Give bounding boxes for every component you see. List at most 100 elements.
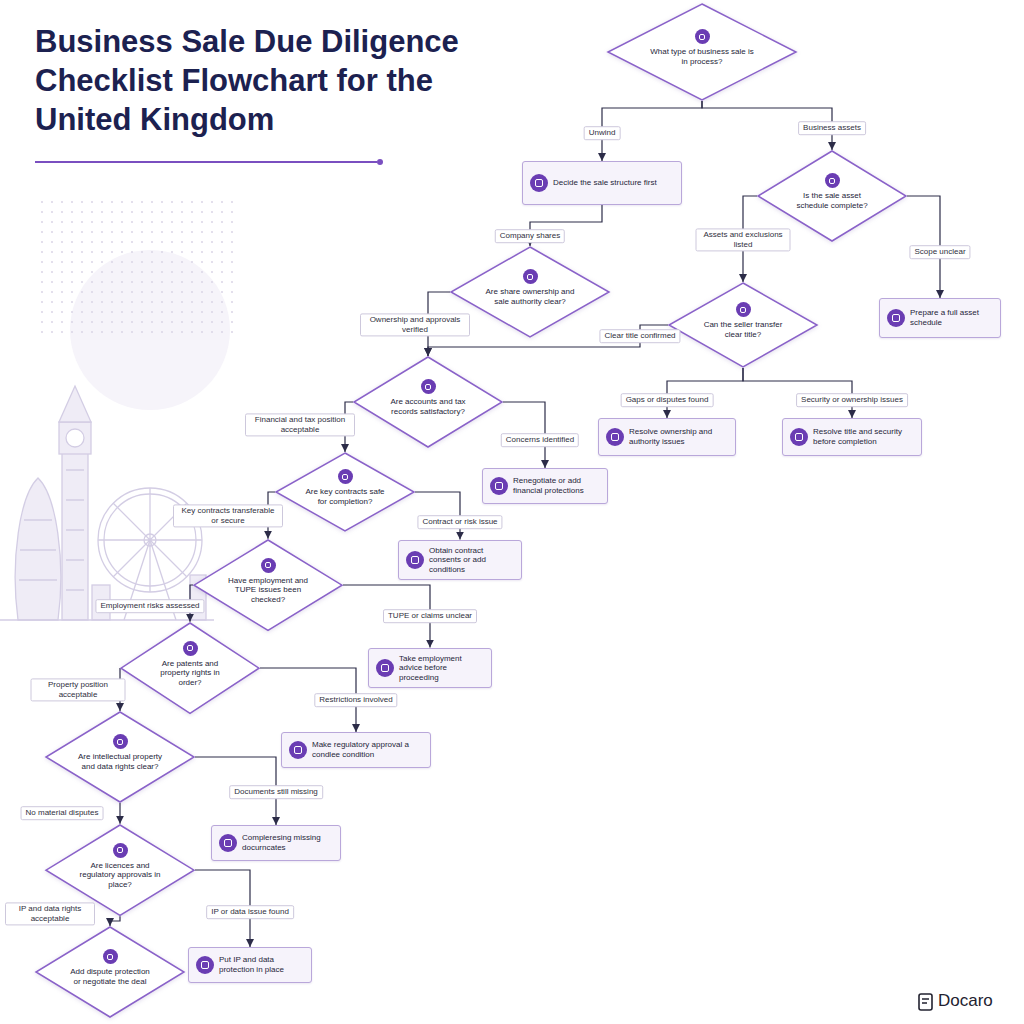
edge-label: Concerns identified (501, 433, 579, 447)
diamond-shape (608, 4, 796, 100)
process-box: Prepare a full asset schedule (879, 298, 1001, 338)
node-text: Are share ownership and sale authority c… (484, 287, 577, 306)
underline-dot (377, 159, 383, 165)
edge-label: TUPE or claims unclear (383, 609, 477, 623)
edge-label: Contract or risk issue (417, 515, 502, 529)
process-box: Renegotiate or add financial protections (482, 468, 608, 504)
node-icon (103, 949, 118, 964)
node-text: Renegotiate or add financial protections (513, 476, 601, 495)
diamond-shape (669, 283, 817, 367)
process-box: Make regulatory approval a condlee condi… (281, 732, 431, 768)
node-text: Obtain contract consents or add conditio… (429, 546, 515, 575)
brand-name: Docaro (938, 991, 993, 1011)
diamond-shape (451, 247, 609, 337)
process-box: Take employment advice before proceeding (368, 648, 492, 689)
node-icon (790, 428, 808, 446)
node-icon (376, 659, 394, 677)
diamond-outline (120, 622, 260, 714)
decision-diamond: Are key contracts safe for completion? (275, 452, 415, 532)
title-underline (35, 161, 377, 163)
title-text: Business Sale Due Diligence Checklist Fl… (35, 22, 505, 139)
node-text: Are licences and regulatory approvals in… (77, 861, 164, 890)
node-icon (113, 734, 128, 749)
node-text: Put IP and data protection in place (219, 955, 305, 974)
node-text: Are accounts and tax records satisfactor… (385, 397, 472, 416)
node-text: Is the sale asset schedule complete? (789, 191, 876, 210)
box-text-group: Resolve title and security before comple… (813, 427, 915, 446)
node-icon (113, 843, 128, 858)
node-icon (695, 29, 710, 44)
node-text: Resolve title and security before comple… (813, 427, 915, 446)
node-text: Are intellectual property and data right… (77, 752, 164, 771)
diamond-shape (36, 927, 184, 1017)
decision-diamond: Add dispute protection or negotiate the … (35, 926, 185, 1018)
box-text-group: Obtain contract consents or add conditio… (429, 546, 515, 575)
node-text: Take employment advice before proceeding (399, 654, 485, 683)
node-icon (196, 956, 214, 974)
node-icon (406, 551, 424, 569)
process-box: Resolve ownership and authority issues (598, 418, 736, 456)
process-box: Put IP and data protection in place (188, 947, 312, 983)
edge-label: Gaps or disputes found (621, 393, 714, 407)
node-icon (523, 269, 538, 284)
edge-label: Unwind (584, 126, 621, 140)
edge-label: Employment risks assessed (95, 599, 204, 613)
node-text: Have employment and TUPE issues been che… (225, 576, 312, 605)
edge-label: Ownership and approvals verified (360, 313, 470, 336)
diamond-shape (276, 453, 414, 531)
edge-label: Assets and exclusions listed (696, 228, 791, 251)
edge-label: Restrictions involved (314, 693, 397, 707)
node-text: Compleresing missing docurncates (242, 833, 334, 852)
node-icon (421, 379, 436, 394)
box-text-group: Decide the sale structure first (553, 178, 657, 188)
edge-label: Financial and tax position acceptable (245, 413, 355, 436)
london-skyline (0, 386, 214, 620)
edge-label: No material disputes (21, 806, 104, 820)
decision-diamond: Are patents and property rights in order… (120, 622, 260, 714)
node-icon (736, 302, 751, 317)
node-icon (887, 309, 905, 327)
box-text-group: Renegotiate or add financial protections (513, 476, 601, 495)
process-box: Obtain contract consents or add conditio… (398, 540, 522, 581)
node-text: What type of business sale is in process… (647, 47, 757, 66)
edge-label: Clear title confirmed (599, 329, 680, 343)
node-text: Are key contracts safe for completion? (305, 487, 386, 506)
process-box: Decide the sale structure first (522, 161, 682, 205)
diamond-shape (121, 623, 259, 713)
decision-diamond: What type of business sale is in process… (607, 3, 797, 101)
node-icon (219, 834, 237, 852)
node-text: Make regulatory approval a condlee condi… (312, 740, 424, 759)
node-icon (490, 477, 508, 495)
brand-icon (919, 994, 932, 1010)
node-text: Prepare a full asset schedule (910, 308, 994, 327)
node-text: Add dispute protection or negotiate the … (67, 967, 154, 986)
edge-label: Documents still missing (229, 785, 323, 799)
edge-label: Business assets (798, 121, 866, 135)
edge-label: Security or ownership issues (796, 393, 908, 407)
edge-label: Company shares (495, 229, 565, 243)
edge-label: IP and data rights acceptable (5, 902, 95, 925)
node-text: Resolve ownership and authority issues (629, 427, 729, 446)
edge-label: Key contracts transferable or secure (173, 504, 283, 527)
box-text-group: Prepare a full asset schedule (910, 308, 994, 327)
connector-arrow (110, 916, 120, 926)
decision-diamond: Are share ownership and sale authority c… (450, 246, 610, 338)
node-icon (530, 174, 548, 192)
diamond-shape (194, 540, 342, 630)
node-icon (289, 741, 307, 759)
decision-diamond: Are accounts and tax records satisfactor… (353, 356, 503, 448)
dot-grid (40, 195, 240, 335)
node-icon (825, 173, 840, 188)
edge-label: Property position acceptable (31, 678, 126, 701)
diamond-shape (354, 357, 502, 447)
decision-diamond: Are intellectual property and data right… (45, 711, 195, 803)
node-icon (338, 469, 353, 484)
node-icon (261, 558, 276, 573)
connector-arrow (119, 803, 120, 824)
process-box: Compleresing missing docurncates (211, 825, 341, 861)
node-text: Can the seller transfer clear title? (700, 320, 787, 339)
node-icon (183, 641, 198, 656)
process-box: Resolve title and security before comple… (782, 418, 922, 456)
decision-diamond: Can the seller transfer clear title? (668, 282, 818, 368)
box-text-group: Take employment advice before proceeding (399, 654, 485, 683)
